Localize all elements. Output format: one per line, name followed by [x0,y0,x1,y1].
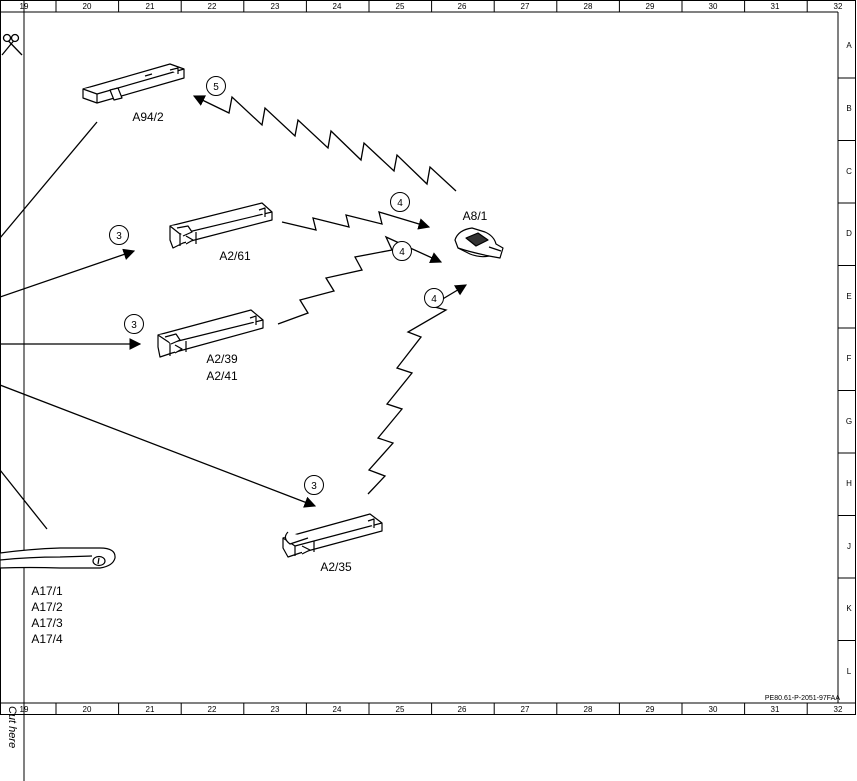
row-label: F [847,354,852,363]
document-id: PE80.61-P-2051-97FAA [765,695,840,702]
signal-badge [392,241,412,261]
col-label: 20 [83,2,92,11]
col-label: 30 [709,705,718,714]
col-label: 25 [396,705,405,714]
row-label: A [846,41,852,50]
column-ruler-top: 19 20 21 22 23 24 25 26 27 28 29 30 31 3… [20,2,843,11]
col-label: 26 [458,705,467,714]
signal-badge [424,288,444,308]
antenna-a2-35 [282,513,383,558]
label-a8-1: A8/1 [463,209,488,223]
col-label: 21 [146,705,155,714]
row-label: G [846,417,852,426]
column-ruler-bottom: 19 20 21 22 23 24 25 26 27 28 29 30 31 3… [20,705,843,714]
col-label: 24 [333,705,342,714]
signal-number: 3 [116,231,122,242]
radio-signal-4-a2-35 [367,284,468,495]
signal-badge [390,192,410,212]
row-label: E [846,292,851,301]
signal-badge [304,475,324,495]
row-label: D [846,229,852,238]
row-label: B [846,104,851,113]
col-label: 22 [208,2,217,11]
col-label: 32 [834,2,843,11]
door-handle-a17 [0,547,116,569]
col-label: 23 [271,705,280,714]
signal-badge [109,225,129,245]
col-label: 31 [771,2,780,11]
label-a94-2: A94/2 [132,110,164,124]
label-a17-1: A17/1 [31,584,63,598]
label-a2-39: A2/39 [206,352,238,366]
col-label: 27 [521,2,530,11]
connection-line [0,121,98,239]
col-label: 20 [83,705,92,714]
label-a2-35: A2/35 [320,560,352,574]
antenna-a2-39 [157,309,264,358]
label-a2-41: A2/41 [206,369,238,383]
signal-arrow [0,384,317,508]
antenna-a2-61 [169,202,273,249]
col-label: 30 [709,2,718,11]
row-ruler-right: A B C D E F G H J K L [846,41,852,676]
col-label: 19 [20,705,29,714]
antenna-module-a94-2 [82,63,185,104]
signal-arrow [0,248,136,298]
col-label: 28 [584,2,593,11]
col-label: 25 [396,2,405,11]
radio-signal-5 [192,95,457,192]
label-a17-2: A17/2 [31,600,63,614]
signal-number: 3 [131,320,137,331]
signal-badge [124,314,144,334]
col-label: 21 [146,2,155,11]
transmitter-key-a8-1 [454,227,504,259]
col-label: 29 [646,705,655,714]
radio-signal-4-a2-39 [277,235,443,325]
col-label: 28 [584,705,593,714]
label-a17-3: A17/3 [31,616,63,630]
cut-here-label: Cut here [6,706,18,748]
col-label: 29 [646,2,655,11]
scissors-icon [1,33,23,56]
signal-number: 4 [399,247,405,258]
row-label: H [846,479,852,488]
row-label: C [846,167,852,176]
label-a2-61: A2/61 [219,249,251,263]
row-label: L [847,667,852,676]
col-label: 27 [521,705,530,714]
connection-line [0,469,48,530]
col-label: 23 [271,2,280,11]
col-label: 32 [834,705,843,714]
col-label: 22 [208,705,217,714]
signal-badge [206,76,226,96]
col-label: 31 [771,705,780,714]
col-label: 19 [20,2,29,11]
row-label: K [846,604,852,613]
col-label: 26 [458,2,467,11]
signal-number: 3 [311,481,317,492]
label-a17-4: A17/4 [31,632,63,646]
col-label: 24 [333,2,342,11]
signal-number: 4 [397,198,403,209]
signal-number: 4 [431,294,437,305]
radio-signal-4-a2-61 [281,211,431,231]
signal-number: 5 [213,82,219,93]
row-label: J [847,542,851,551]
